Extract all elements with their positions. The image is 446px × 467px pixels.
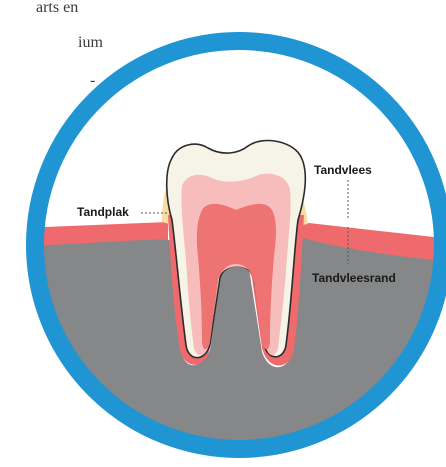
label-tandvlees: Tandvlees: [314, 164, 372, 176]
label-tandvleesrand: Tandvleesrand: [312, 272, 396, 284]
label-tandplak: Tandplak: [77, 206, 129, 218]
